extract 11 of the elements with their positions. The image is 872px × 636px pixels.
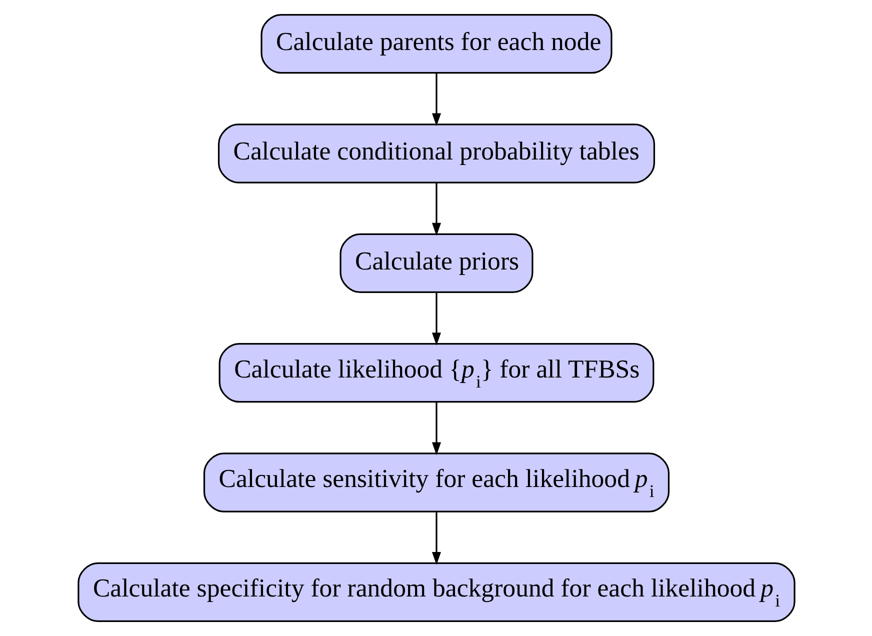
arrow bbox=[431, 73, 441, 126]
arrow bbox=[431, 402, 441, 456]
arrow bbox=[431, 512, 441, 565]
arrow bbox=[431, 292, 441, 346]
node-box: Calculate priors bbox=[339, 233, 533, 293]
node-box: Calculate specificity for random background for each likelihood p$_{i}$ bbox=[77, 562, 795, 622]
node-box: Calculate likelihood {p$_{i}$} for all TFBSs bbox=[218, 343, 654, 403]
node-box: Calculate conditional probability tables bbox=[217, 124, 655, 184]
node-box: Calculate parents for each node bbox=[260, 14, 612, 74]
node-box: Calculate sensitivity for each likelihood p$_{i}$ bbox=[202, 452, 670, 512]
arrow bbox=[431, 183, 441, 236]
